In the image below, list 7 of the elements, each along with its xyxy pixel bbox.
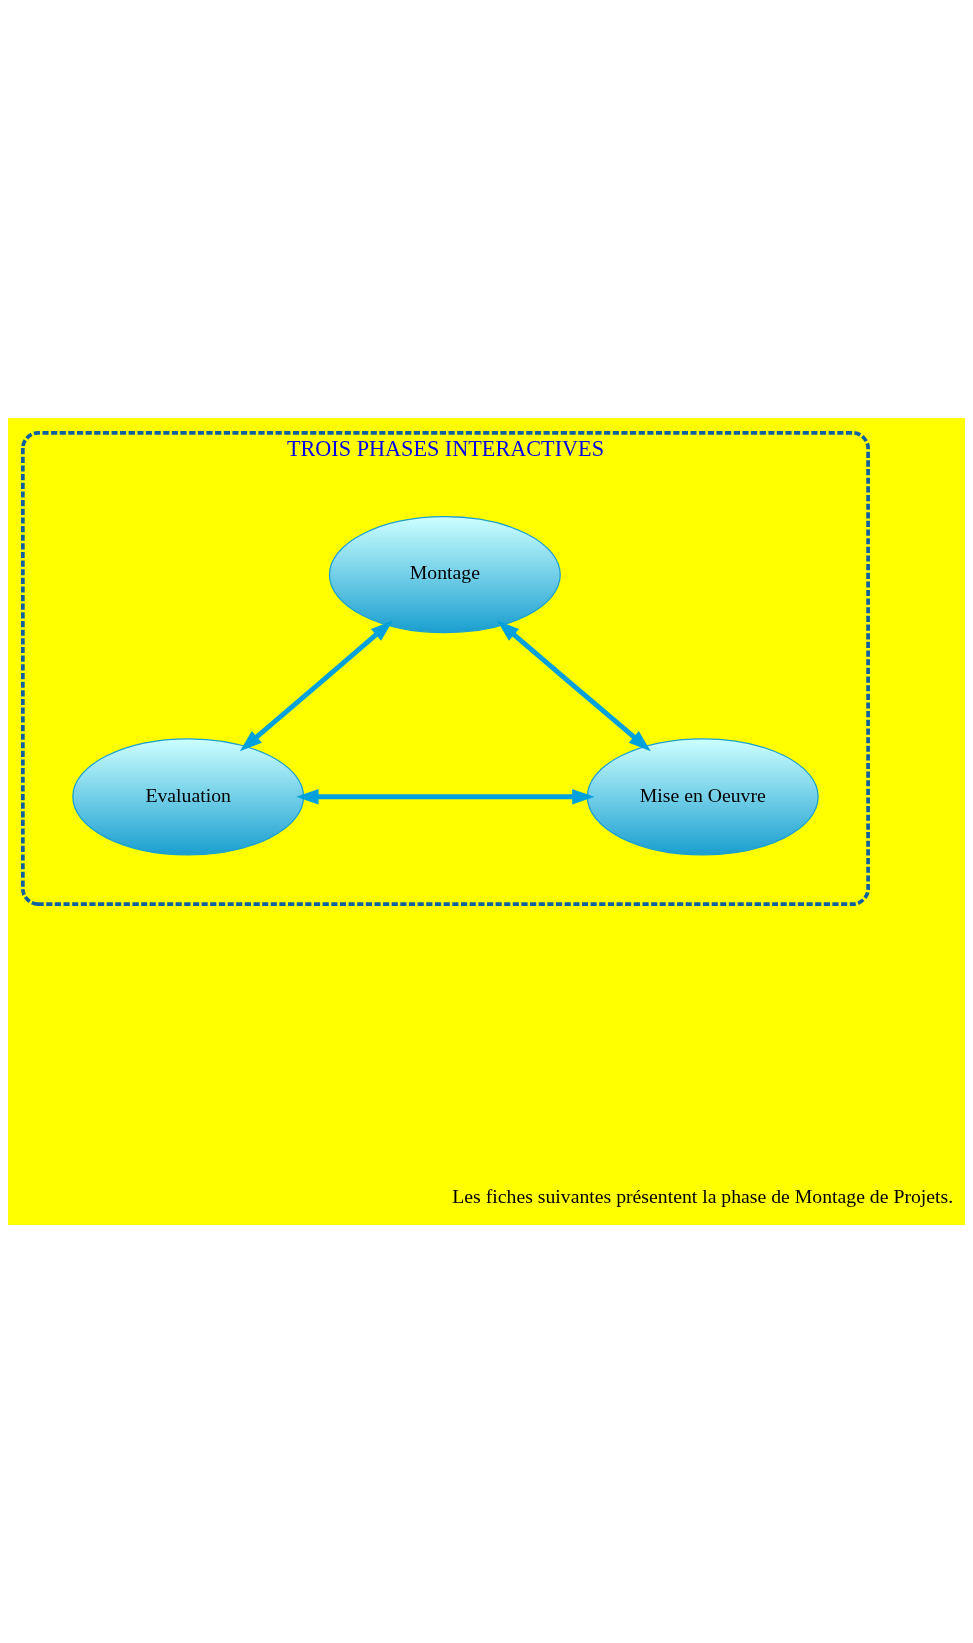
- node-ellipse: Montage: [328, 516, 561, 634]
- arrow: [296, 789, 595, 805]
- arrow: [497, 620, 651, 752]
- label: Les fiches suivantes présentent la phase de Montage de Projets.: [452, 1184, 954, 1207]
- node-ellipse: Mise en Oeuvre: [586, 738, 819, 856]
- arrow: [239, 620, 393, 752]
- node-ellipse: Evaluation: [72, 738, 305, 856]
